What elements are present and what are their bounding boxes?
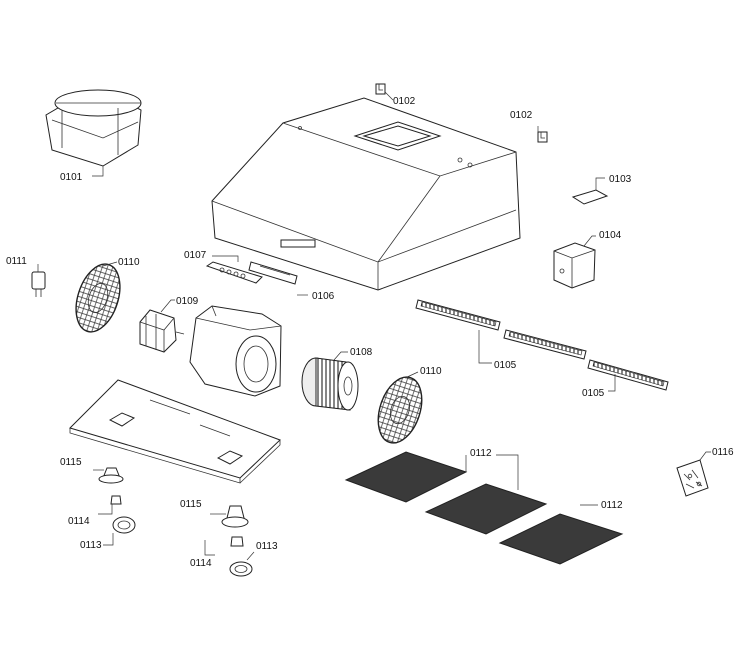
part-ring-0113-left (103, 516, 136, 546)
label-0110-left: 0110 (118, 257, 140, 268)
part-light-holder-0115-left (93, 467, 124, 484)
part-light-strip-0105-c (587, 359, 669, 392)
label-0105-b: 0105 (582, 388, 605, 399)
part-blower-wheel-0108 (301, 351, 359, 411)
part-clip-0102-right (537, 126, 548, 143)
label-0106: 0106 (312, 291, 335, 302)
part-capacitor-0111 (31, 264, 46, 297)
label-0115-right: 0115 (180, 499, 202, 510)
label-0110-right: 0110 (420, 366, 442, 377)
label-0112-b: 0112 (601, 500, 623, 511)
part-electrical-box-0104 (553, 235, 596, 289)
part-grease-filter-0112-c (498, 504, 624, 565)
part-bulb-0114-right (204, 536, 244, 556)
part-light-strip-0105-b (503, 329, 587, 360)
label-0105-a: 0105 (494, 360, 517, 371)
label-0109: 0109 (176, 296, 199, 307)
part-control-panel-0107 (205, 255, 263, 284)
label-0111: 0111 (6, 256, 27, 267)
part-grease-filter-0112-b (424, 454, 548, 535)
label-0101: 0101 (60, 172, 83, 183)
label-0113-right: 0113 (256, 541, 278, 552)
label-0114-right: 0114 (190, 558, 212, 569)
label-0102-right: 0102 (510, 110, 533, 121)
part-screw-kit-0116 (676, 451, 711, 497)
part-clip-0102-top (375, 83, 394, 101)
part-light-holder-0115-right (210, 505, 249, 528)
label-0114-left: 0114 (68, 516, 90, 527)
label-0107: 0107 (184, 250, 207, 261)
part-plate-0103 (571, 177, 609, 205)
part-light-strip-0105-a (415, 299, 501, 364)
part-fan-guard-0110-right (377, 371, 423, 444)
part-bulb-0114-left (98, 495, 122, 515)
part-grease-filter-0112-a (344, 451, 468, 503)
part-blower-housing (189, 305, 282, 397)
part-hood-body (211, 97, 521, 291)
part-bottom-plate (69, 379, 281, 484)
label-0113-left: 0113 (80, 540, 102, 551)
label-0108: 0108 (350, 347, 373, 358)
part-damper-0101 (45, 89, 142, 177)
part-ring-0113-right (229, 551, 255, 577)
label-0104: 0104 (599, 230, 622, 241)
label-0112-a: 0112 (470, 448, 492, 459)
part-switch-board-0106 (248, 261, 308, 296)
label-0103: 0103 (609, 174, 632, 185)
part-fan-guard-0110-left (75, 261, 121, 333)
label-0115-left: 0115 (60, 457, 82, 468)
label-0116: 0116 (712, 447, 734, 458)
label-0102-top: 0102 (393, 96, 416, 107)
part-motor-0109 (139, 299, 185, 353)
